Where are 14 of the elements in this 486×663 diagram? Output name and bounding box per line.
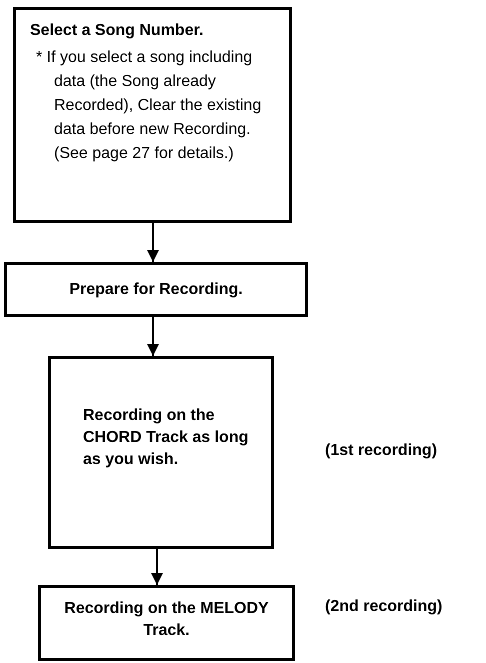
arrow: [147, 317, 159, 356]
process-box: [48, 356, 274, 549]
note-text: * If you select a song including data (the Song already Recorded), Clear the existing data before new Recording. (See page 27 for details.): [35, 48, 262, 164]
step-text: Recording on the CHORD Track as long as you wish.: [83, 406, 250, 470]
process-box: [38, 585, 295, 661]
step-caption: (1st recording): [325, 442, 438, 460]
step-text: Prepare for Recording.: [68, 280, 244, 300]
step-caption: (2nd recording): [325, 598, 442, 616]
arrow: [147, 223, 159, 262]
step-text: Select a Song Number.: [30, 21, 204, 41]
arrow: [151, 549, 163, 585]
step-text: Recording on the MELODY Track.: [63, 599, 270, 641]
process-box: [13, 7, 292, 223]
process-box: [4, 262, 308, 317]
